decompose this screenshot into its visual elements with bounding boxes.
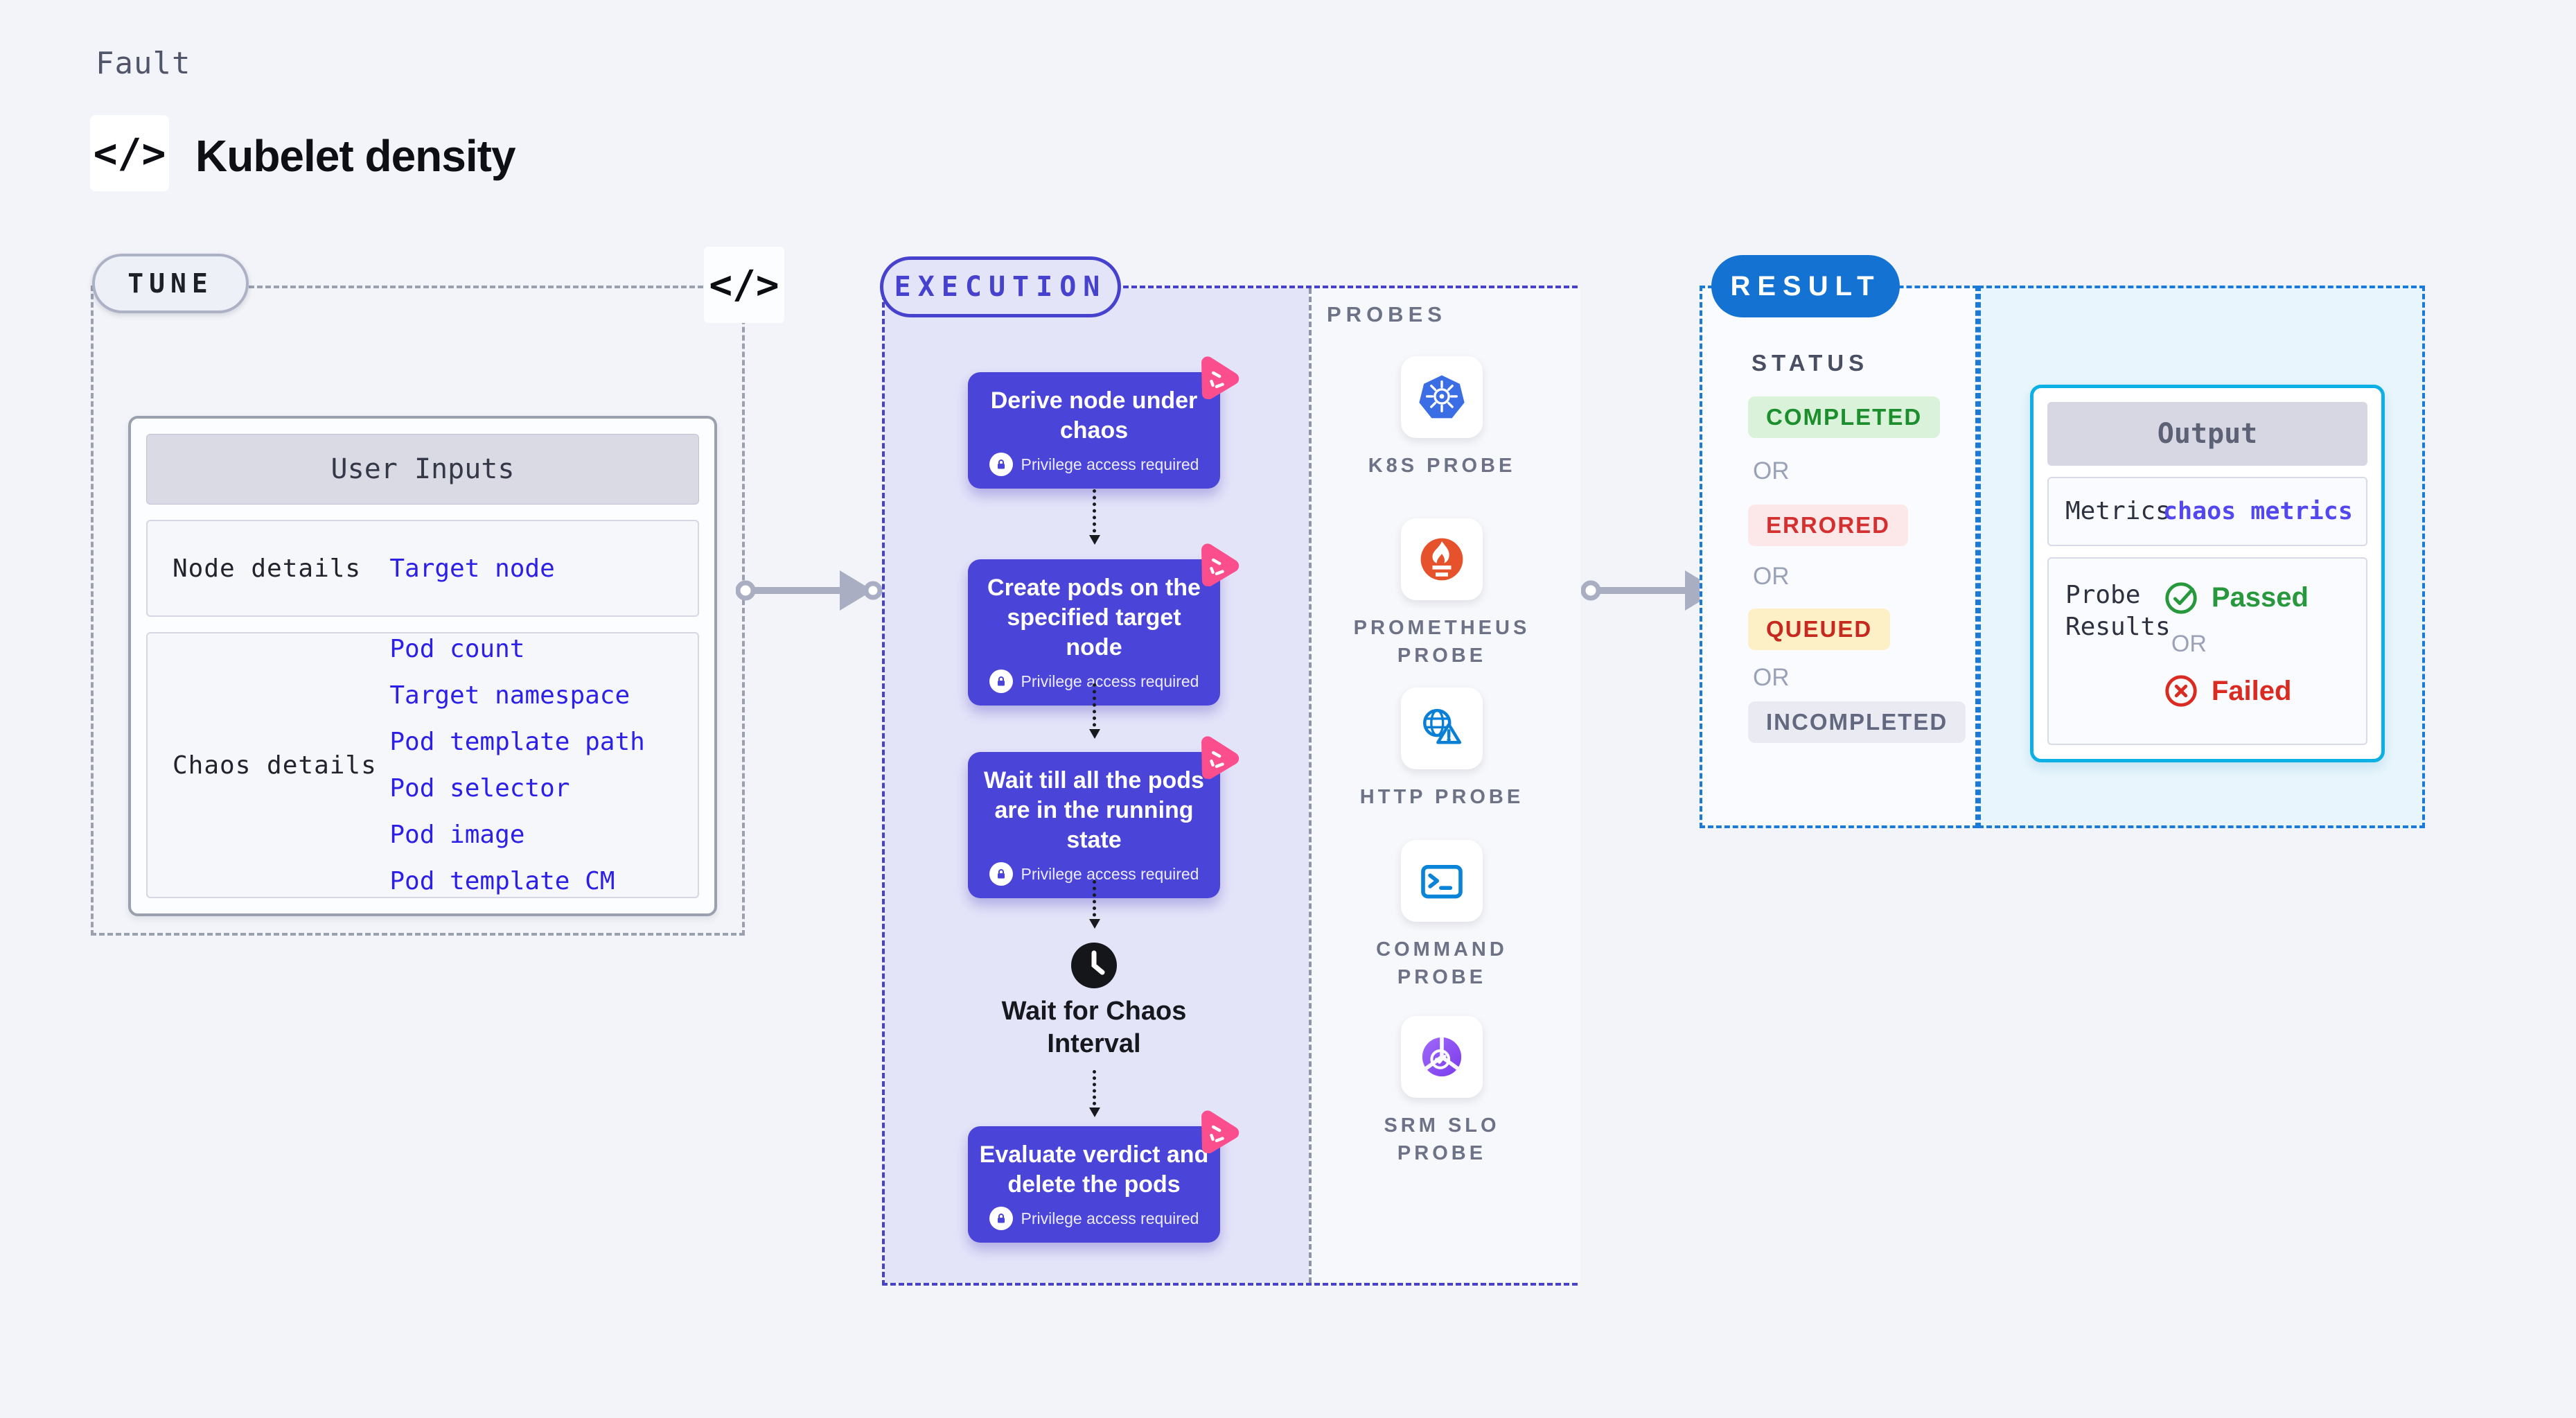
passed-line: Passed: [2163, 579, 2309, 615]
probe-card-prometheus: [1401, 518, 1483, 600]
status-badge-incompleted: INCOMPLETED: [1748, 701, 1966, 743]
check-circle-icon: [2165, 582, 2197, 614]
tune-code-icon: </>: [704, 247, 784, 323]
node-details-label: Node details: [173, 554, 362, 583]
or-label: OR: [1753, 664, 1790, 691]
node-details-row: Node details Target node: [146, 520, 699, 617]
probe-card-k8s: [1401, 356, 1483, 438]
slo-donut-check-icon: [1422, 1036, 1462, 1077]
privilege-label: Privilege access required: [1021, 455, 1199, 473]
pod-template-path-link[interactable]: Pod template path: [389, 728, 645, 756]
probe-card-srm-slo: [1401, 1016, 1483, 1098]
privilege-label: Privilege access required: [1021, 864, 1199, 883]
step-connector: [1088, 880, 1100, 929]
chaos-metrics-link[interactable]: chaos metrics: [2162, 498, 2353, 525]
step-title: Create pods on the specified target node: [987, 575, 1201, 660]
code-glyph: </>: [709, 262, 779, 308]
failed-line: Failed: [2163, 673, 2309, 709]
or-label: OR: [1753, 563, 1790, 590]
privilege-row: Privilege access required: [979, 1207, 1209, 1230]
code-glyph: </>: [93, 130, 166, 177]
step-connector: [1088, 1070, 1100, 1117]
pod-selector-link[interactable]: Pod selector: [389, 774, 570, 803]
fault-code-icon: </>: [90, 115, 169, 191]
result-pill: RESULT: [1711, 255, 1900, 317]
privilege-label: Privilege access required: [1021, 672, 1199, 690]
chaos-badge-icon: [1201, 736, 1240, 780]
probe-results-row: Probe Results Passed OR Failed: [2047, 557, 2367, 745]
probes-title: PROBES: [1327, 302, 1447, 326]
tune-section-box: [91, 286, 745, 936]
pod-count-link[interactable]: Pod count: [389, 635, 525, 663]
status-title: STATUS: [1752, 350, 1869, 376]
probe-label-prometheus: PROMETHEUS PROBE: [1353, 617, 1530, 667]
user-inputs-card: User Inputs Node details Target node Cha…: [128, 416, 717, 916]
status-badge-queued: QUEUED: [1748, 609, 1891, 650]
status-badge-errored: ERRORED: [1748, 505, 1909, 546]
step-evaluate-verdict: Evaluate verdict and delete the pods Pri…: [968, 1110, 1240, 1243]
chaos-badge-icon: [1201, 543, 1240, 587]
step-wait-pods-running: Wait till all the pods are in the runnin…: [968, 736, 1240, 898]
probe-card-http: [1401, 688, 1483, 769]
step-create-pods: Create pods on the specified target node…: [968, 543, 1240, 706]
failed-label: Failed: [2211, 675, 2292, 706]
x-circle-icon: [2165, 675, 2197, 707]
flow-arrow-tune-to-execution: [736, 570, 883, 611]
user-inputs-title: User Inputs: [146, 434, 699, 505]
privilege-row: Privilege access required: [979, 453, 1209, 476]
privilege-label: Privilege access required: [1021, 1209, 1199, 1227]
page-title: Kubelet density: [195, 131, 516, 181]
or-label: OR: [2171, 631, 2207, 657]
target-node-link[interactable]: Target node: [389, 554, 555, 583]
fault-eyebrow: Fault: [96, 46, 191, 81]
tune-pill: TUNE: [92, 254, 249, 313]
lock-icon: [989, 1207, 1013, 1230]
probe-results-label: Probe Results: [2065, 581, 2171, 641]
chaos-details-label: Chaos details: [173, 751, 377, 780]
output-title: Output: [2047, 402, 2367, 466]
probe-label-srm-slo: SRM SLO PROBE: [1384, 1114, 1500, 1164]
lock-icon: [989, 669, 1013, 693]
wait-for-chaos-label: Wait for Chaos Interval: [1001, 997, 1187, 1058]
pod-image-link[interactable]: Pod image: [389, 821, 525, 849]
probe-label-command: COMMAND PROBE: [1376, 938, 1508, 988]
chaos-details-row: Chaos details Pod count Target namespace…: [146, 632, 699, 898]
kubernetes-icon: [1419, 375, 1465, 419]
passed-label: Passed: [2211, 581, 2309, 613]
privilege-row: Privilege access required: [979, 669, 1209, 693]
status-badge-completed: COMPLETED: [1748, 396, 1941, 438]
pod-template-cm-link[interactable]: Pod template CM: [389, 867, 615, 895]
clock-icon: [1071, 943, 1117, 988]
lock-icon: [989, 862, 1013, 886]
chaos-badge-icon: [1201, 356, 1240, 400]
step-title: Evaluate verdict and delete the pods: [979, 1141, 1209, 1198]
or-label: OR: [1753, 457, 1790, 484]
terminal-icon: [1421, 864, 1463, 899]
globe-warning-icon: [1423, 708, 1462, 744]
step-derive-node: Derive node under chaos Privilege access…: [968, 356, 1240, 489]
lock-icon: [989, 453, 1013, 476]
privilege-row: Privilege access required: [979, 862, 1209, 886]
prometheus-icon: [1420, 538, 1463, 581]
target-namespace-link[interactable]: Target namespace: [389, 681, 630, 710]
chaos-badge-icon: [1201, 1110, 1240, 1154]
step-title: Wait till all the pods are in the runnin…: [984, 767, 1204, 853]
probe-label-k8s: K8S PROBE: [1368, 455, 1516, 477]
probe-label-http: HTTP PROBE: [1359, 786, 1524, 808]
probe-card-command: [1401, 840, 1483, 922]
step-connector: [1088, 683, 1100, 739]
execution-pill: EXECUTION: [880, 256, 1121, 317]
metrics-label: Metrics: [2065, 497, 2171, 525]
output-card: Output Metrics chaos metrics Probe Resul…: [2030, 385, 2385, 762]
step-connector: [1088, 489, 1100, 545]
probes-lane: [1309, 288, 1580, 1283]
step-title: Derive node under chaos: [990, 387, 1198, 444]
metrics-row: Metrics chaos metrics: [2047, 477, 2367, 546]
